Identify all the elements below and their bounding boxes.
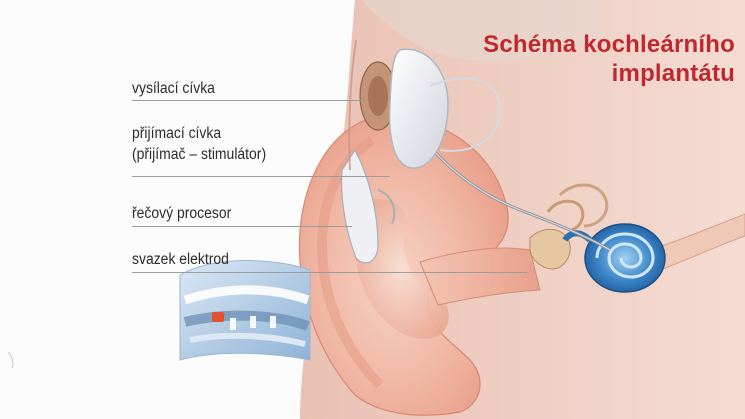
leader-transmitter (132, 100, 364, 101)
label-speech-processor-text: řečový procesor (132, 203, 231, 224)
page-mark (8, 352, 13, 368)
label-electrode-array: svazek elektrod (132, 249, 229, 270)
label-transmitter-coil-text: vysílací cívka (132, 78, 215, 99)
leader-receiver (132, 176, 390, 177)
label-receiver-coil-line1: přijímací cívka (132, 123, 266, 144)
label-receiver-coil-line2: (přijímač – stimulátor) (132, 144, 266, 165)
diagram-title-line1: Schéma kochleárního (435, 30, 735, 59)
diagram-title: Schéma kochleárního implantátu (435, 30, 735, 88)
label-transmitter-coil: vysílací cívka (132, 78, 215, 99)
label-speech-processor: řečový procesor (132, 203, 231, 224)
electrode-inset (180, 260, 310, 360)
label-electrode-array-text: svazek elektrod (132, 249, 229, 270)
label-receiver-coil: přijímací cívka (přijímač – stimulátor) (132, 123, 266, 165)
leader-processor (132, 226, 352, 227)
leader-electrodes (132, 272, 527, 273)
diagram-title-line2: implantátu (435, 59, 735, 88)
electrode-contact (212, 312, 224, 322)
